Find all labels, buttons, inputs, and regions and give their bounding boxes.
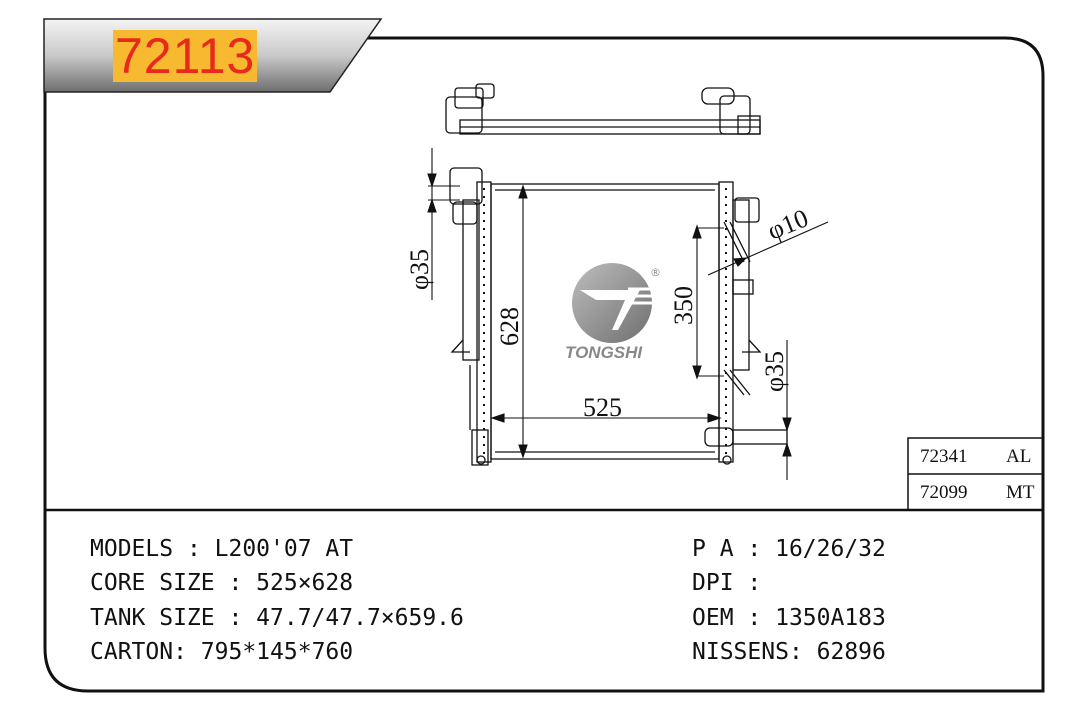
spec-value: L200'07 AT	[214, 536, 354, 562]
spec-label: CARTON	[90, 639, 174, 665]
spec-value: 1350A183	[775, 605, 886, 631]
alternate-type: AL	[1006, 446, 1032, 467]
spec-tank-size: TANK SIZE : 47.7/47.7×659.6	[90, 604, 464, 632]
brand-logo-text: TONGSHI	[565, 343, 643, 362]
spec-core-size: CORE SIZE : 525×628	[90, 569, 353, 597]
sheet-frame	[43, 36, 1045, 693]
alternate-row: 72099 MT	[908, 474, 1043, 510]
tongshi-logo-icon	[572, 263, 656, 343]
alternate-row: 72341 AL	[908, 438, 1043, 474]
spec-value: 795*145*760	[200, 639, 354, 665]
spec-carton: CARTON: 795*145*760	[90, 638, 353, 666]
alternate-code: 72341	[920, 446, 968, 467]
spec-label: P A	[692, 536, 734, 562]
alternate-code: 72099	[920, 482, 968, 503]
spec-separator: :	[733, 536, 776, 562]
dim-span-label: 350	[669, 286, 698, 325]
spec-separator: :	[214, 570, 257, 596]
spec-nissens: NISSENS: 62896	[692, 638, 886, 666]
spec-pa: P A : 16/26/32	[692, 535, 886, 563]
radiator-top-view	[445, 83, 761, 135]
dim-small-pipe-label: φ10	[763, 203, 812, 245]
spec-label: OEM	[692, 605, 734, 631]
alternate-type: MT	[1006, 482, 1035, 503]
dim-pipe-top-label: φ35	[405, 249, 434, 290]
dim-core-height-label: 628	[495, 307, 524, 346]
registered-mark: ®	[650, 266, 661, 279]
spec-label: NISSENS	[692, 639, 789, 665]
spec-dpi: DPI :	[692, 569, 775, 597]
dim-core-width-label: 525	[583, 393, 622, 422]
spec-separator: :	[173, 536, 215, 562]
spec-separator: :	[214, 605, 257, 631]
spec-value: 47.7/47.7×659.6	[256, 605, 464, 631]
spec-separator: :	[733, 570, 776, 596]
spec-label: CORE SIZE	[90, 570, 215, 596]
spec-separator: :	[733, 605, 776, 631]
dim-pipe-bottom-label: φ35	[760, 351, 789, 392]
spec-label: TANK SIZE	[90, 605, 215, 631]
spec-separator: :	[173, 639, 201, 665]
spec-oem: OEM : 1350A183	[692, 604, 886, 632]
alternates-table: 72341 AL 72099 MT	[908, 438, 1043, 510]
spec-separator: :	[788, 639, 817, 665]
alternates-table-frame	[907, 437, 1044, 511]
dimension-lines	[427, 148, 829, 480]
spec-value: 525×628	[256, 570, 354, 596]
spec-models: MODELS : L200'07 AT	[90, 535, 353, 563]
spec-value: 62896	[816, 639, 886, 665]
spec-label: DPI	[692, 570, 734, 596]
spec-label: MODELS	[90, 536, 174, 562]
spec-value: 16/26/32	[775, 536, 886, 562]
part-number-title: 72113	[113, 28, 258, 84]
